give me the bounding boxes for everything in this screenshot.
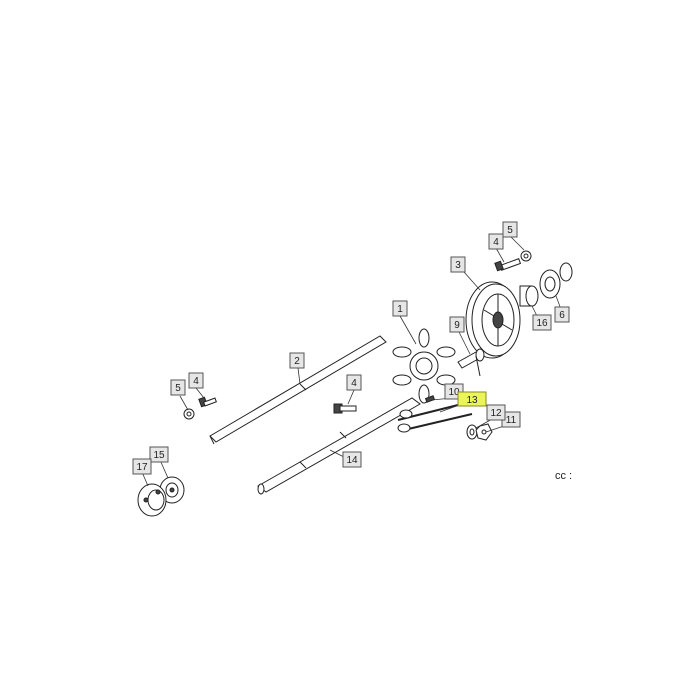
callout-13-highlighted: 13	[457, 391, 487, 407]
bearing-part-6	[539, 262, 573, 299]
bushing-part-16	[519, 285, 539, 307]
callout-label: 12	[490, 408, 502, 419]
callout-label: 2	[294, 356, 300, 367]
callout-label: 11	[506, 415, 517, 426]
corner-code: cc :	[555, 470, 572, 482]
cap-part-17	[137, 483, 167, 517]
callout-14: 14	[342, 451, 362, 468]
callout-label: 5	[175, 383, 181, 394]
callout-4-left: 4	[188, 372, 204, 389]
callout-label: 6	[559, 310, 565, 321]
callout-4-upper: 4	[488, 233, 504, 250]
callout-label: 1	[397, 304, 403, 315]
bolt-part-4-upper	[494, 258, 522, 272]
callout-3: 3	[450, 256, 466, 273]
callout-15: 15	[149, 446, 169, 463]
link-part-9	[457, 348, 485, 377]
callout-4-middle: 4	[346, 374, 362, 391]
callout-label: 4	[351, 378, 357, 389]
pulley-part-3	[465, 281, 521, 359]
callout-16: 16	[532, 314, 552, 331]
callout-label: 4	[193, 376, 199, 387]
callout-17: 17	[132, 458, 152, 475]
callout-6: 6	[554, 306, 570, 323]
callout-label: 13	[466, 395, 478, 406]
callout-label: 10	[448, 387, 460, 398]
callout-9: 9	[449, 316, 465, 333]
callout-label: 4	[493, 237, 499, 248]
nut-part-5-left	[183, 408, 195, 420]
bolt-part-4-left	[198, 396, 217, 408]
callout-label: 5	[507, 225, 513, 236]
callout-label: 3	[455, 260, 461, 271]
callout-5-left: 5	[170, 379, 186, 396]
shaft-part-2	[209, 335, 387, 445]
callout-2: 2	[289, 352, 305, 369]
washer-part-12	[466, 424, 478, 440]
callout-label: 15	[153, 450, 165, 461]
callout-label: 17	[136, 462, 148, 473]
callout-label: 14	[346, 455, 358, 466]
nut-part-5-upper	[520, 250, 532, 262]
callout-label: 9	[454, 320, 460, 331]
callout-1: 1	[392, 300, 408, 317]
shaft-part-14	[257, 397, 421, 495]
callout-12: 12	[486, 404, 506, 421]
callout-5-upper: 5	[502, 221, 518, 238]
pin-part-10	[424, 395, 436, 403]
callout-label: 16	[536, 318, 548, 329]
bolt-part-4-middle	[333, 403, 357, 414]
